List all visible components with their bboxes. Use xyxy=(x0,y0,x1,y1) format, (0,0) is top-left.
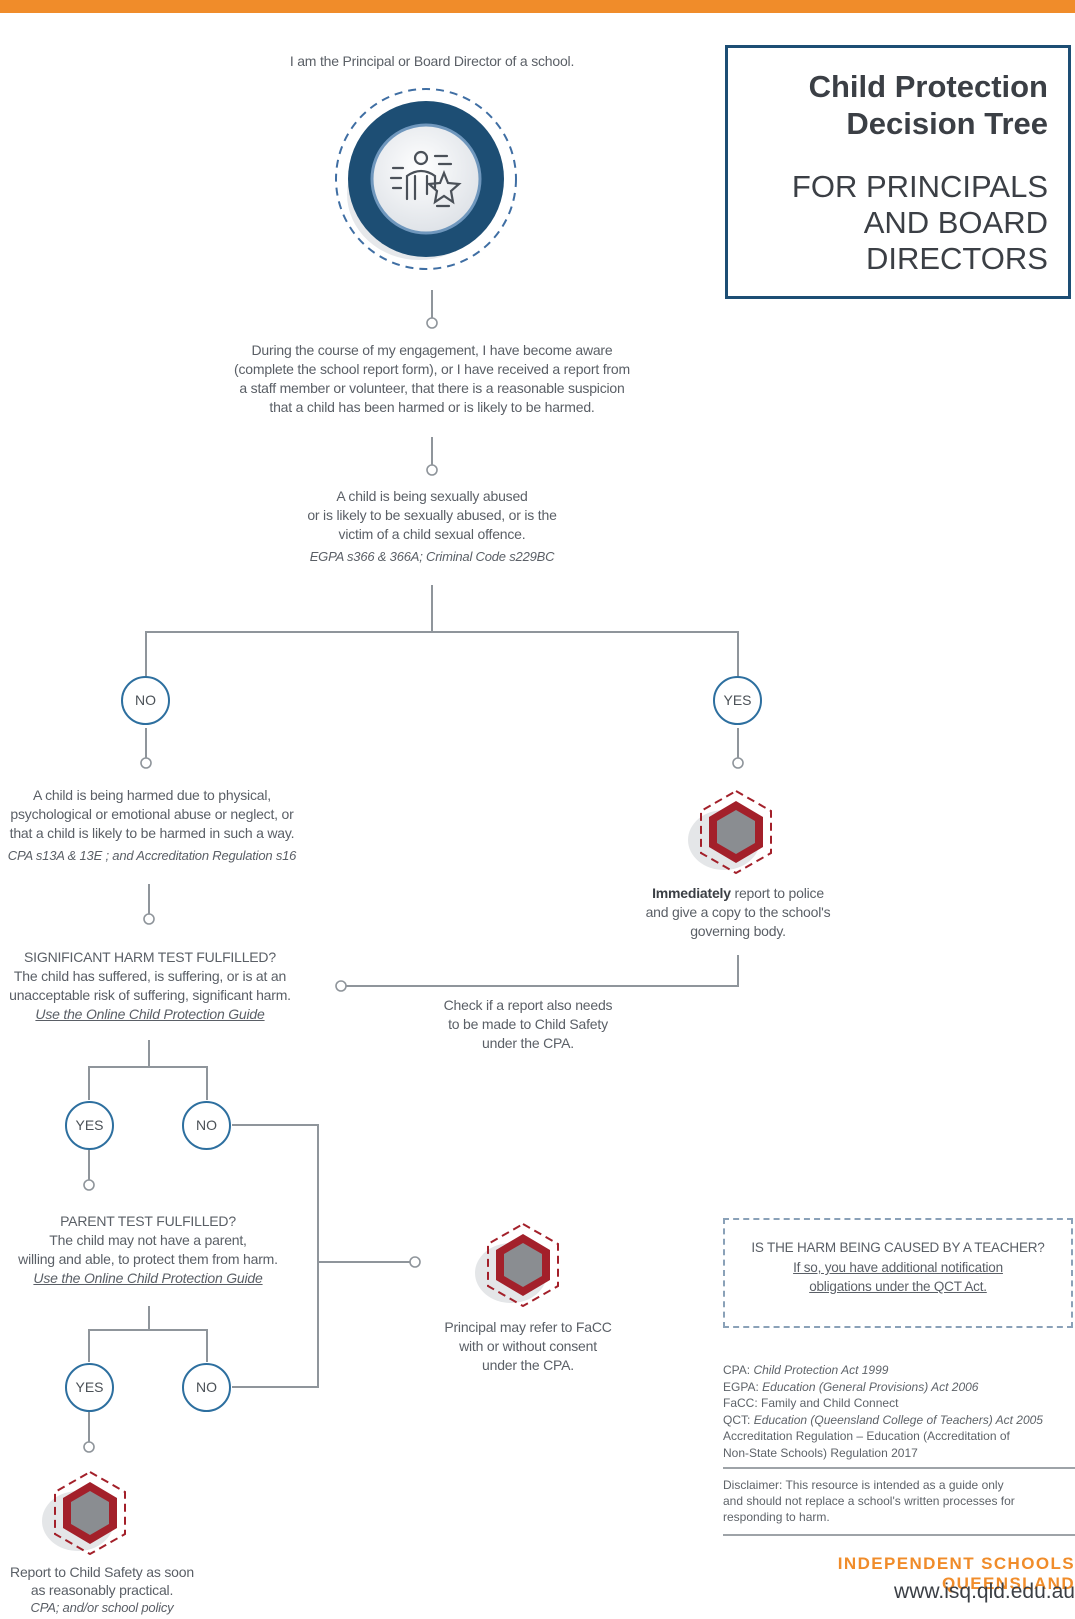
sexual-abuse-line-3: victim of a child sexual offence. xyxy=(338,526,526,542)
disclaimer-line-1: Disclaimer: This resource is intended as… xyxy=(723,1478,1004,1492)
facc-line-3: under the CPA. xyxy=(482,1357,574,1373)
website-link[interactable]: www.isq.qld.edu.au xyxy=(894,1580,1075,1603)
significant-harm-title: SIGNIFICANT HARM TEST FULFILLED? xyxy=(24,949,276,965)
child-safety-line-2: as reasonably practical. xyxy=(30,1582,174,1598)
yes-label: YES xyxy=(713,676,762,725)
immediately-emphasis: Immediately xyxy=(652,885,731,901)
legend-item-egpa: EGPA: Education (General Provisions) Act… xyxy=(723,1379,979,1394)
disclaimer-line-2: and should not replace a school's writte… xyxy=(723,1494,1015,1508)
teacher-harm-note: IS THE HARM BEING CAUSED BY A TEACHER? I… xyxy=(723,1218,1073,1328)
teacher-question: IS THE HARM BEING CAUSED BY A TEACHER? xyxy=(751,1240,1045,1255)
yes-label: YES xyxy=(65,1101,114,1150)
child-safety-report: Report to Child Safety as soon as reason… xyxy=(2,1563,202,1617)
police-line-1: Immediately report to police xyxy=(618,884,858,903)
harm-line-1: A child is being harmed due to physical, xyxy=(33,787,271,803)
sexual-abuse-line-1: A child is being sexually abused xyxy=(336,488,528,504)
subtitle: FOR PRINCIPALS AND BOARD DIRECTORS xyxy=(728,169,1048,277)
legend-item-accreditation-1: Accreditation Regulation – Education (Ac… xyxy=(723,1429,1010,1443)
qct-link-line-1: If so, you have additional notification xyxy=(793,1260,1003,1275)
subtitle-line-2: AND BOARD xyxy=(863,205,1048,240)
check-report-line-1: Check if a report also needs xyxy=(443,997,613,1013)
significant-harm-test: SIGNIFICANT HARM TEST FULFILLED? The chi… xyxy=(2,948,298,1024)
significant-harm-line-1: The child has suffered, is suffering, or… xyxy=(13,968,287,984)
police-line-3: governing body. xyxy=(690,923,786,939)
disclaimer-line-3: responding to harm. xyxy=(723,1510,830,1524)
parent-test: PARENT TEST FULFILLED? The child may not… xyxy=(2,1212,294,1288)
awareness-line-3: a staff member or volunteer, that there … xyxy=(239,380,625,396)
check-report-line-3: under the CPA. xyxy=(482,1035,574,1051)
police-line-1-rest: report to police xyxy=(730,885,825,901)
parent-test-line-2: willing and able, to protect them from h… xyxy=(18,1251,278,1267)
online-guide-link[interactable]: Use the Online Child Protection Guide xyxy=(35,1006,265,1022)
title-box: Child Protection Decision Tree FOR PRINC… xyxy=(725,45,1071,299)
check-report-line-2: to be made to Child Safety xyxy=(448,1016,608,1032)
yes-label: YES xyxy=(65,1363,114,1412)
title-line-1: Child Protection xyxy=(808,69,1048,104)
title-line-2: Decision Tree xyxy=(846,106,1048,141)
subtitle-line-3: DIRECTORS xyxy=(865,241,1048,276)
parent-test-title: PARENT TEST FULFILLED? xyxy=(60,1213,236,1229)
start-statement: I am the Principal or Board Director of … xyxy=(289,53,575,69)
legend-item-qct: QCT: Education (Queensland College of Te… xyxy=(723,1412,1043,1427)
harm-line-2: psychological or emotional abuse or negl… xyxy=(10,806,294,822)
police-report-instruction: Immediately report to police and give a … xyxy=(618,884,858,941)
subtitle-line-1: FOR PRINCIPALS xyxy=(791,169,1048,204)
online-guide-link[interactable]: Use the Online Child Protection Guide xyxy=(33,1270,263,1286)
no-label: NO xyxy=(182,1363,231,1412)
facc-line-1: Principal may refer to FaCC xyxy=(444,1319,612,1335)
awareness-line-1: During the course of my engagement, I ha… xyxy=(251,342,613,358)
principal-with-star-icon xyxy=(335,88,517,270)
parent-test-line-1: The child may not have a parent, xyxy=(49,1232,247,1248)
facc-line-2: with or without consent xyxy=(459,1338,597,1354)
alert-hexagon-icon xyxy=(688,789,772,875)
sexual-abuse-question: A child is being sexually abused or is l… xyxy=(262,487,602,566)
harm-question: A child is being harmed due to physical,… xyxy=(2,786,302,865)
facc-referral: Principal may refer to FaCC with or with… xyxy=(418,1318,638,1375)
top-accent-bar xyxy=(0,0,1075,13)
awareness-statement: During the course of my engagement, I ha… xyxy=(182,341,682,417)
child-safety-line-1: Report to Child Safety as soon xyxy=(10,1564,194,1580)
organisation-name: INDEPENDENT SCHOOLS QUEENSLAND xyxy=(837,1554,1075,1593)
no-label: NO xyxy=(182,1101,231,1150)
harm-reference: CPA s13A & 13E ; and Accreditation Regul… xyxy=(7,848,297,863)
sexual-abuse-reference: EGPA s366 & 366A; Criminal Code s229BC xyxy=(309,549,555,564)
child-safety-reference: CPA; and/or school policy xyxy=(30,1600,174,1615)
qct-link-line-2: obligations under the QCT Act. xyxy=(809,1279,987,1294)
disclaimer: Disclaimer: This resource is intended as… xyxy=(723,1477,1063,1525)
divider xyxy=(723,1467,1075,1469)
police-line-2: and give a copy to the school's xyxy=(645,904,831,920)
legend-item-cpa: CPA: Child Protection Act 1999 xyxy=(723,1363,889,1377)
legend-item-accreditation-2: Non-State Schools) Regulation 2017 xyxy=(723,1445,918,1460)
harm-line-3: that a child is likely to be harmed in s… xyxy=(9,825,295,841)
abbreviation-legend: CPA: Child Protection Act 1999 EGPA: Edu… xyxy=(723,1362,1063,1461)
divider xyxy=(723,1534,1075,1536)
legend-item-facc: FaCC: Family and Child Connect xyxy=(723,1396,899,1410)
awareness-line-4: that a child has been harmed or is likel… xyxy=(269,399,595,415)
alert-hexagon-icon xyxy=(42,1470,126,1556)
no-label: NO xyxy=(121,676,170,725)
sexual-abuse-line-2: or is likely to be sexually abused, or i… xyxy=(307,507,557,523)
qct-obligations-link[interactable]: If so, you have additional notification … xyxy=(739,1258,1057,1296)
check-report-note: Check if a report also needs to be made … xyxy=(418,996,638,1053)
significant-harm-line-2: unacceptable risk of suffering, signific… xyxy=(9,987,291,1003)
alert-hexagon-icon xyxy=(475,1222,559,1308)
awareness-line-2: (complete the school report form), or I … xyxy=(234,361,630,377)
